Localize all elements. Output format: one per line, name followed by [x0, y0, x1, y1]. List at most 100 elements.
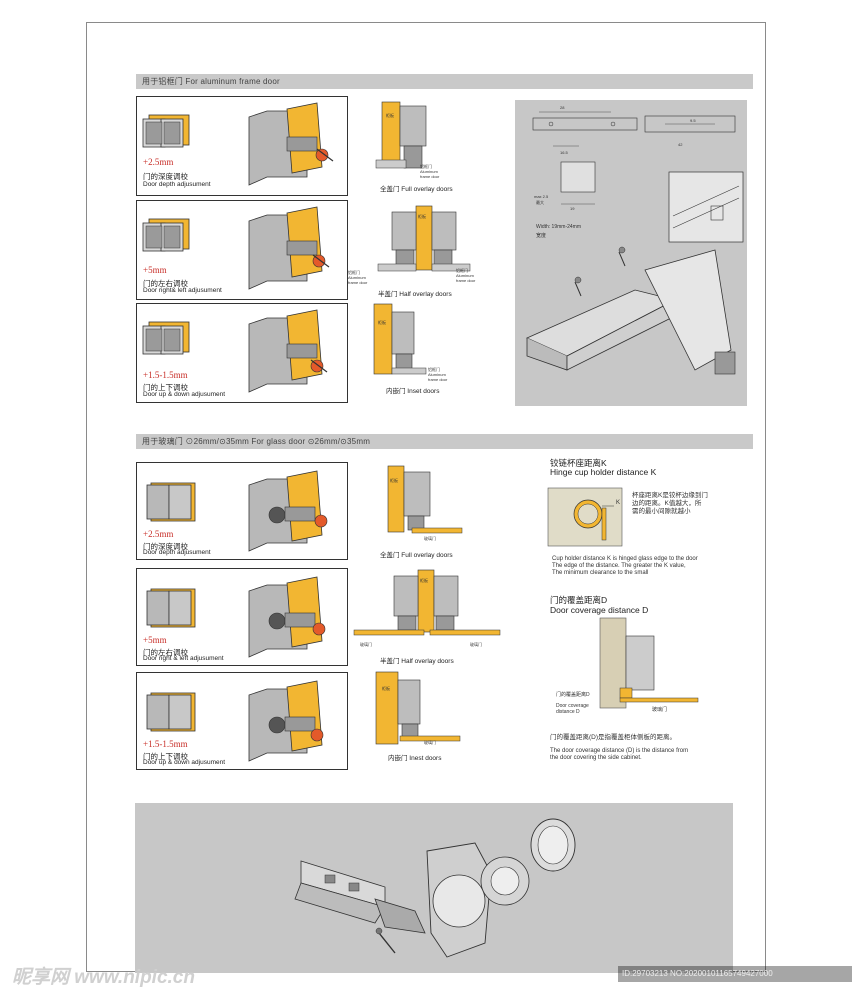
width-range-cn: 宽度 — [536, 233, 547, 239]
adjust-panel-depth-glass: +2.5mm 门的深度调校 Door depth adjusument — [136, 462, 348, 560]
glass-lateral-illustration — [146, 576, 326, 658]
cup-desc-en-line-2: The edge of the distance. The greater th… — [552, 563, 686, 569]
glass-cabinet-tag-3: 柜板 — [382, 686, 390, 691]
half-overlay-label-aluminum: 半盖门 Half overlay doors — [378, 291, 452, 298]
glass-depth-en: Door depth adjusument — [143, 549, 211, 556]
glass-lateral-en: Door right & left adjusument — [143, 655, 224, 662]
frame-tag-2: 铝框门 — [348, 270, 360, 275]
frame-tag-4: 铝框门 — [428, 367, 440, 372]
coverage-title-en: Door coverage distance D — [550, 605, 649, 615]
frame-tag-3: 铝框门 — [456, 268, 468, 273]
full-overlay-diagram-glass — [387, 465, 463, 534]
frame-tag-1-en2: frame door — [420, 174, 440, 179]
depth-measure: +2.5mm — [143, 157, 174, 167]
cup-distance-diagram — [547, 487, 623, 547]
glass-section-band: 用于玻璃门 ⊙26mm/⊙35mm For glass door ⊙26mm/⊙… — [136, 434, 753, 449]
dim-19: 19 — [570, 206, 575, 211]
glass-cabinet-tag-1: 柜板 — [390, 478, 398, 483]
frame-tag-1: 铝框门 — [420, 164, 432, 169]
cabinet-tag-1: 柜板 — [386, 113, 394, 118]
coverage-description-cn: 门的覆盖距离(D)是指覆盖柜体侧板的距离。 — [550, 734, 677, 741]
frame-tag-4-en1: Aluminum — [428, 372, 446, 377]
inset-diagram-glass — [375, 671, 461, 745]
glass-tag-4: 玻璃门 — [424, 740, 436, 745]
watermark-left: 昵享网 www.nipic.cn — [12, 967, 195, 988]
full-overlay-label-aluminum: 全盖门 Full overlay doors — [380, 186, 453, 193]
vertical-label-en: Door up & down adjusument — [143, 391, 226, 398]
dim-42: 42 — [678, 142, 683, 147]
cup-desc-en-line-1: Cup holder distance K is hinged glass ed… — [552, 556, 698, 562]
glass-depth-cn: 门的深度调校 — [143, 542, 188, 551]
glass-vertical-measure: +1.5-1.5mm — [143, 739, 188, 749]
depth-label-en: Door depth adjusument — [143, 181, 211, 188]
coverage-diagram — [599, 617, 699, 709]
half-overlay-diagram-aluminum — [377, 205, 471, 272]
coverage-label-en-1: Door coverage — [556, 703, 589, 709]
width-range-en: Width: 19mm-24mm — [536, 224, 582, 230]
cabinet-tag-3: 柜板 — [378, 320, 386, 325]
glass-tag-3: 玻璃门 — [470, 642, 482, 647]
glass-vertical-cn: 门的上下调校 — [143, 752, 188, 761]
mounting-plate-drawing — [526, 111, 744, 375]
depth-label-cn: 门的深度调校 — [143, 172, 188, 181]
inset-label-glass: 内嵌门 Inest doors — [388, 755, 442, 762]
dim-16: 16.5 — [560, 150, 568, 155]
coverage-label-en-2: distance D — [556, 709, 580, 715]
full-overlay-diagram-aluminum — [375, 101, 427, 169]
cup-desc-en-line-3: The minimum clearance to the small — [552, 570, 649, 576]
vertical-measure: +1.5-1.5mm — [143, 370, 188, 380]
cup-description-en: Cup holder distance K is hinged glass ed… — [552, 556, 752, 577]
lateral-measure: +5mm — [143, 265, 167, 275]
adjust-panel-lateral-glass: +5mm 门的左右调校 Door right & left adjusument — [136, 568, 348, 666]
frame-tag-3-en2: frame door — [456, 278, 476, 283]
glass-vertical-illustration — [146, 680, 324, 762]
coverage-glass-tag: 玻璃门 — [652, 707, 668, 713]
lateral-label-cn: 门的左右调校 — [143, 279, 188, 288]
glass-vertical-en: Door up & down adjusument — [143, 759, 226, 766]
dim-max: max 2.5 — [534, 194, 549, 199]
half-overlay-label-glass: 半盖门 Half overlay doors — [380, 658, 454, 665]
cup-desc-cn-line-3: 需的最小间隙就越小 — [632, 508, 691, 515]
glass-tag-2: 玻璃门 — [360, 642, 372, 647]
aluminum-section-band: 用于铝框门 For aluminum frame door — [136, 74, 753, 89]
exploded-hinge-drawing — [294, 818, 576, 958]
frame-tag-4-en2: frame door — [428, 377, 448, 382]
frame-tag-2-en2: frame door — [348, 280, 368, 285]
cup-distance-title-cn: 铰链杯座距离K — [550, 458, 607, 468]
frame-tag-1-en1: Aluminum — [420, 169, 438, 174]
full-overlay-label-glass: 全盖门 Full overlay doors — [380, 552, 453, 559]
frame-tag-3-en1: Aluminum — [456, 273, 474, 278]
cup-distance-title-en: Hinge cup holder distance K — [550, 467, 657, 477]
glass-lateral-cn: 门的左右调校 — [143, 648, 188, 657]
inset-diagram-aluminum — [373, 303, 427, 375]
dim-9: 9.5 — [690, 118, 696, 123]
glass-cabinet-tag-2: 柜板 — [420, 578, 428, 583]
coverage-desc-en-line-2: the door covering the side cabinet. — [550, 755, 642, 761]
coverage-description-en: The door coverage distance (D) is the di… — [550, 748, 750, 762]
lateral-adjust-illustration — [142, 206, 330, 290]
cabinet-tag-2: 柜板 — [418, 214, 426, 219]
frame-tag-2-en1: Aluminum — [348, 275, 366, 280]
cup-description-cn: 杯座距离K是铰杯边缘到门 边的距离。K值越大，所 需的最小间隙就越小 — [632, 492, 752, 516]
glass-depth-measure: +2.5mm — [143, 529, 174, 539]
depth-adjust-illustration — [142, 102, 334, 186]
adjust-panel-lateral-aluminum: +5mm 门的左右调校 Door right& left adjusument — [136, 200, 348, 300]
vertical-label-cn: 门的上下调校 — [143, 383, 188, 392]
coverage-desc-en-line-1: The door coverage distance (D) is the di… — [550, 748, 689, 754]
vertical-adjust-illustration — [142, 309, 328, 393]
adjust-panel-vertical-aluminum: +1.5-1.5mm 门的上下调校 Door up & down adjusum… — [136, 303, 348, 403]
dim-28: 28 — [560, 105, 565, 110]
glass-lateral-measure: +5mm — [143, 635, 167, 645]
k-marker: K — [616, 500, 621, 506]
coverage-label-cn: 门的覆盖距离D — [556, 692, 590, 698]
adjust-panel-vertical-glass: +1.5-1.5mm 门的上下调校 Door up & down adjusum… — [136, 672, 348, 770]
glass-tag-1: 玻璃门 — [424, 536, 436, 541]
coverage-title-cn: 门的覆盖距离D — [550, 595, 608, 605]
cup-desc-cn-line-2: 边的距离。K值越大，所 — [632, 500, 702, 507]
adjust-panel-depth-aluminum: +2.5mm 门的深度调校 Door depth adjusument — [136, 96, 348, 196]
lateral-label-en: Door right& left adjusument — [143, 287, 222, 294]
watermark-right: ID:29703213 NO:20200101165749427000 — [618, 966, 852, 982]
dim-max-cn: 最大 — [536, 200, 544, 205]
inset-label-aluminum: 内嵌门 Inset doors — [386, 388, 440, 395]
half-overlay-diagram-glass — [353, 569, 501, 636]
